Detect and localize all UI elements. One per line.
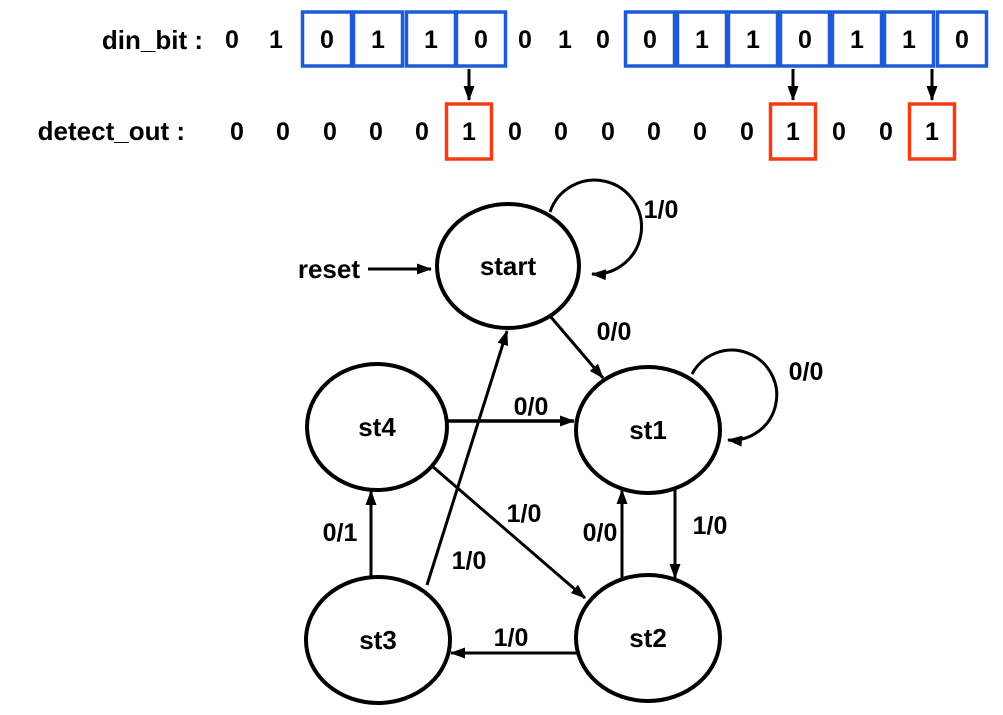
din-bit-box — [300, 10, 354, 68]
detect-out-box — [768, 102, 818, 161]
detect-out-digit: 0 — [647, 118, 661, 146]
state-label-st4: st4 — [358, 412, 396, 442]
din-bit-box — [830, 10, 884, 68]
transition-label-st1-st2: 1/0 — [693, 512, 728, 540]
detect-out-digit: 0 — [369, 118, 383, 146]
transition-label-st3-st4: 0/1 — [323, 519, 358, 547]
din-bit-digit: 1 — [424, 26, 438, 54]
transition-label-start-self: 1/0 — [644, 196, 679, 224]
detect-out-row-label: detect_out : — [38, 116, 185, 146]
transition-label-st2-st3: 1/0 — [494, 624, 529, 652]
din-bit-digit: 0 — [596, 26, 610, 54]
detect-out-digit: 1 — [462, 118, 476, 146]
transition-st4-st2 — [431, 464, 586, 600]
din-bit-digit: 1 — [371, 26, 385, 54]
din-bit-digit: 1 — [558, 26, 572, 54]
detect-out-digit: 0 — [323, 118, 337, 146]
din-bit-digit: 0 — [643, 26, 657, 54]
din-bit-row-label: din_bit : — [102, 25, 203, 55]
din-bit-box — [623, 10, 677, 68]
din-bit-digit: 0 — [225, 26, 239, 54]
din-bit-box — [351, 10, 405, 68]
din-bit-digit: 1 — [746, 26, 760, 54]
detect-out-box — [907, 102, 957, 161]
detect-out-digit: 0 — [693, 118, 707, 146]
din-bit-digit: 0 — [955, 26, 969, 54]
detect-out-digit: 0 — [832, 118, 846, 146]
state-label-st2: st2 — [629, 623, 667, 653]
din-bit-box — [778, 10, 832, 68]
detect-out-digit: 0 — [740, 118, 754, 146]
detect-out-box — [444, 102, 494, 161]
din-bit-digit: 0 — [798, 26, 812, 54]
detect-out-digit: 0 — [276, 118, 290, 146]
state-label-start: start — [480, 251, 537, 281]
din-bit-box — [882, 10, 936, 68]
transition-st1-self — [690, 348, 779, 447]
transition-start-st1 — [548, 315, 605, 379]
transition-label-st4-st2: 1/0 — [507, 500, 542, 528]
transition-st3-start — [425, 330, 509, 586]
state-label-st1: st1 — [629, 415, 667, 445]
detect-out-digit: 0 — [508, 118, 522, 146]
transition-start-self — [548, 178, 643, 281]
state-st2 — [574, 573, 722, 703]
detect-out-digit: 0 — [601, 118, 615, 146]
fsm-section: start st1 st2 st3 st4 reset 1/0 0/0 0/0 … — [298, 178, 824, 705]
transition-label-st1-self: 0/0 — [789, 358, 824, 386]
din-bit-box — [454, 10, 508, 68]
detect-out-digit: 1 — [786, 118, 800, 146]
state-st1 — [574, 365, 722, 495]
transition-label-st4-st1: 0/0 — [514, 393, 549, 421]
din-bit-digit: 1 — [902, 26, 916, 54]
state-start — [435, 202, 581, 330]
din-bit-digit: 1 — [695, 26, 709, 54]
din-bit-digit: 1 — [850, 26, 864, 54]
din-bit-box — [675, 10, 729, 68]
transition-label-start-st1: 0/0 — [597, 318, 632, 346]
din-bit-digit: 1 — [269, 26, 283, 54]
din-bit-digit: 0 — [320, 26, 334, 54]
detect-out-digit: 0 — [230, 118, 244, 146]
state-label-st3: st3 — [359, 625, 397, 655]
state-st4 — [305, 362, 449, 492]
din-bit-box — [726, 10, 780, 68]
transition-label-st2-st1: 0/0 — [583, 519, 618, 547]
din-bit-digit: 0 — [518, 26, 532, 54]
transition-label-st3-start: 1/0 — [452, 547, 487, 575]
din-bit-box — [935, 10, 989, 68]
detect-out-digit: 0 — [879, 118, 893, 146]
reset-label: reset — [298, 254, 360, 284]
detect-out-digit: 0 — [554, 118, 568, 146]
din-bit-digit: 0 — [474, 26, 488, 54]
state-st3 — [304, 575, 452, 705]
detect-out-digit: 0 — [415, 118, 429, 146]
detect-out-digit: 1 — [925, 118, 939, 146]
